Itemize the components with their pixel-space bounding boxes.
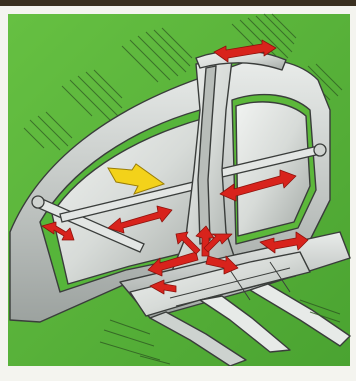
bottom-border bbox=[0, 366, 356, 381]
